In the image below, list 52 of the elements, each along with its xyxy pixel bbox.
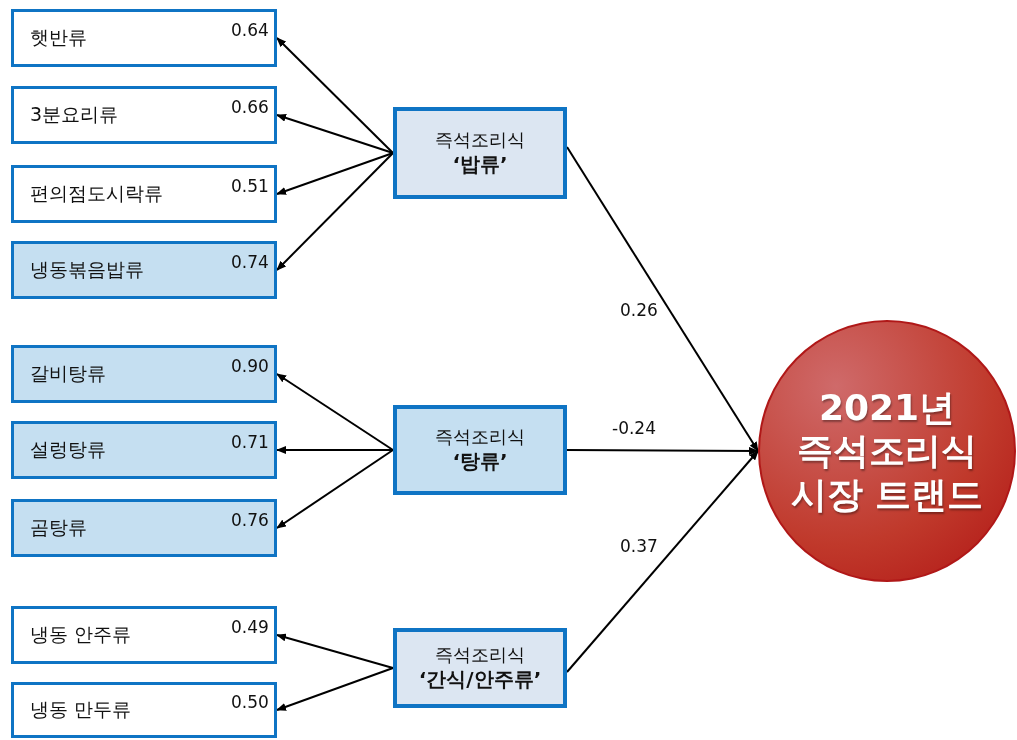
- arrow: [276, 152, 394, 271]
- factor-box: [393, 405, 567, 495]
- path-coefficient: -0.24: [612, 420, 656, 437]
- path-coefficient: 0.26: [620, 302, 658, 319]
- indicator-label: 냉동 안주류: [30, 622, 132, 647]
- arrow: [276, 446, 394, 454]
- indicator-box: [11, 345, 277, 403]
- arrow: [566, 146, 759, 452]
- arrow: [276, 373, 394, 451]
- loading-value: 0.74: [231, 254, 269, 271]
- loading-value: 0.66: [231, 99, 269, 116]
- arrow: [276, 633, 394, 669]
- factor-heading: 즉석조리식: [435, 129, 525, 152]
- loading-value: 0.71: [231, 434, 269, 451]
- loading-value: 0.90: [231, 358, 269, 375]
- arrow: [276, 667, 394, 711]
- indicator-label: 설렁탕류: [30, 437, 106, 462]
- indicator-box: [11, 606, 277, 664]
- indicator-label: 냉동 만두류: [30, 697, 132, 722]
- loading-value: 0.64: [231, 22, 269, 39]
- indicator-box: [11, 682, 277, 738]
- factor-name: ‘탕류’: [452, 448, 508, 474]
- factor-box: [393, 107, 567, 199]
- indicator-label: 햇반류: [30, 25, 87, 50]
- indicator-label: 편의점도시락류: [30, 181, 163, 206]
- indicator-box: [11, 421, 277, 479]
- loading-value: 0.49: [231, 619, 269, 636]
- factor-name: ‘밥류’: [452, 151, 508, 177]
- outcome-title: 2021년 즉석조리식 시장 트랜드: [789, 386, 985, 516]
- loading-value: 0.51: [231, 178, 269, 195]
- factor-name: ‘간식/안주류’: [418, 666, 542, 692]
- arrow: [276, 449, 394, 529]
- factor-box: [393, 628, 567, 708]
- factor-heading: 즉석조리식: [435, 644, 525, 667]
- arrow: [566, 450, 759, 673]
- indicator-box: [11, 86, 277, 144]
- indicator-box: [11, 499, 277, 557]
- indicator-box: [11, 165, 277, 223]
- arrow: [276, 114, 394, 154]
- indicator-label: 곰탕류: [30, 515, 87, 540]
- arrow: [566, 446, 759, 455]
- factor-heading: 즉석조리식: [435, 426, 525, 449]
- path-coefficient: 0.37: [620, 538, 658, 555]
- loading-value: 0.50: [231, 694, 269, 711]
- arrow: [276, 152, 394, 195]
- indicator-label: 3분요리류: [30, 102, 119, 127]
- indicator-label: 냉동볶음밥류: [30, 257, 144, 282]
- loading-value: 0.76: [231, 512, 269, 529]
- indicator-box: [11, 241, 277, 299]
- indicator-box: [11, 9, 277, 67]
- indicator-label: 갈비탕류: [30, 361, 106, 386]
- arrow: [276, 37, 394, 154]
